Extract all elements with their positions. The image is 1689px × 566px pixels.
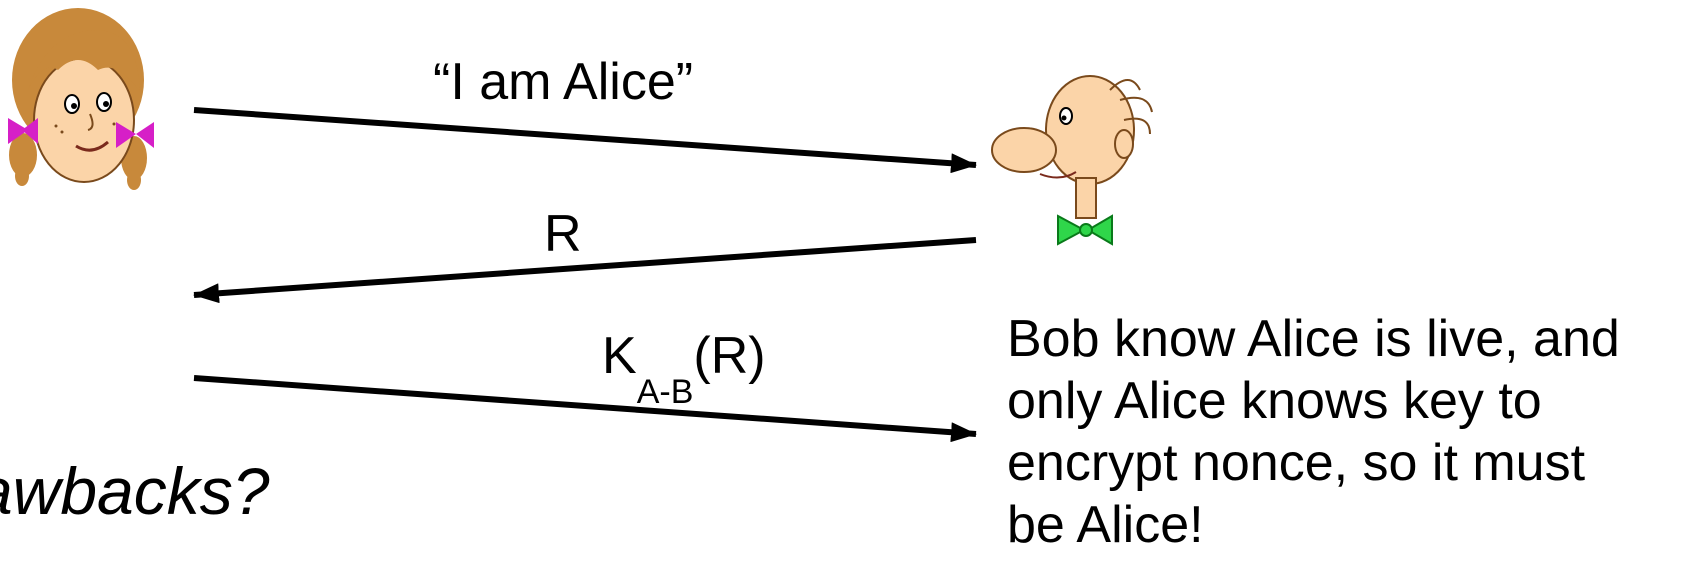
msg1-arrow	[193, 107, 977, 174]
message-label-i-am-alice: “I am Alice”	[433, 53, 694, 111]
key-symbol: K	[602, 327, 637, 385]
note-line: only Alice knows key to	[1007, 372, 1542, 430]
msg2-arrow	[193, 237, 977, 304]
note-line: be Alice!	[1007, 496, 1204, 554]
explanation-note: Bob know Alice is live, and only Alice k…	[1007, 308, 1687, 556]
note-line: encrypt nonce, so it must	[1007, 434, 1586, 492]
message-label-nonce: R	[544, 205, 582, 263]
key-subscript: A-B	[636, 373, 694, 411]
bob-cartoon-icon	[991, 75, 1153, 246]
note-line: Bob know Alice is live, and	[1007, 310, 1620, 368]
encrypted-value: (R)	[693, 327, 766, 385]
message-label-encrypted-nonce: KA-B(R)	[602, 327, 766, 409]
msg3-arrow	[193, 375, 977, 443]
drawbacks-question: rawbacks?	[0, 454, 270, 528]
alice-cartoon-icon	[8, 8, 154, 190]
